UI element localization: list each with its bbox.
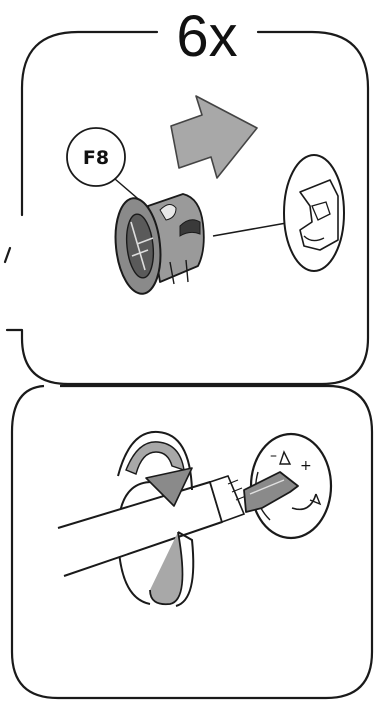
part-label: F8	[83, 147, 109, 169]
cam-lock-fitting-icon	[114, 193, 293, 295]
bottom-panel-frame	[10, 384, 374, 700]
rotation-arrow-icon	[117, 430, 195, 607]
quantity-label: 6x	[176, 4, 237, 69]
screwdriver-icon	[57, 471, 299, 577]
gray-arrow-right-icon	[170, 95, 258, 179]
svg-text:+: +	[300, 458, 312, 474]
top-panel: 6x F8	[3, 4, 370, 386]
part-callout: F8	[66, 127, 166, 223]
svg-text:–: –	[270, 448, 277, 464]
part-label-circle	[66, 127, 126, 187]
top-panel-frame	[3, 30, 370, 386]
cam-socket-icon	[283, 154, 345, 272]
bottom-panel: – +	[10, 384, 374, 700]
